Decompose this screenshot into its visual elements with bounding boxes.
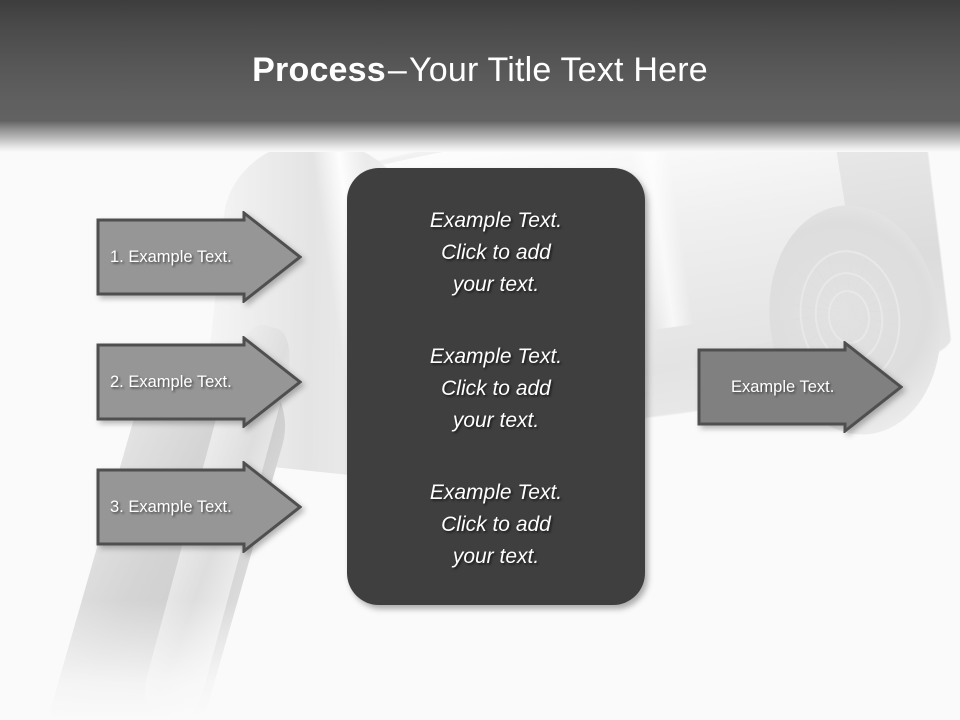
arrow-right-icon <box>697 341 903 433</box>
process-step-arrow-1[interactable]: 1. Example Text. <box>96 211 302 303</box>
header-fade <box>0 120 960 152</box>
page-title-separator: – <box>387 51 407 89</box>
center-text-block-2[interactable]: Example Text. Click to add your text. <box>429 344 563 432</box>
center-text-block-3[interactable]: Example Text. Click to add your text. <box>429 480 563 568</box>
watermark-ring-inner <box>824 287 874 347</box>
watermark-bottom-fade <box>0 600 960 720</box>
page-title: Process–Your Title Text Here <box>0 50 960 90</box>
page-title-rest: Your Title Text Here <box>409 51 708 89</box>
page-title-strong: Process <box>252 51 386 89</box>
arrow-right-icon <box>96 461 302 553</box>
process-result-arrow[interactable]: Example Text. <box>697 341 903 433</box>
process-step-arrow-3[interactable]: 3. Example Text. <box>96 461 302 553</box>
process-step-arrow-2[interactable]: 2. Example Text. <box>96 336 302 428</box>
arrow-right-icon <box>96 336 302 428</box>
center-text-block-1[interactable]: Example Text. Click to add your text. <box>429 208 563 296</box>
center-content-panel[interactable]: Example Text. Click to add your text. Ex… <box>347 168 645 605</box>
arrow-right-icon <box>96 211 302 303</box>
